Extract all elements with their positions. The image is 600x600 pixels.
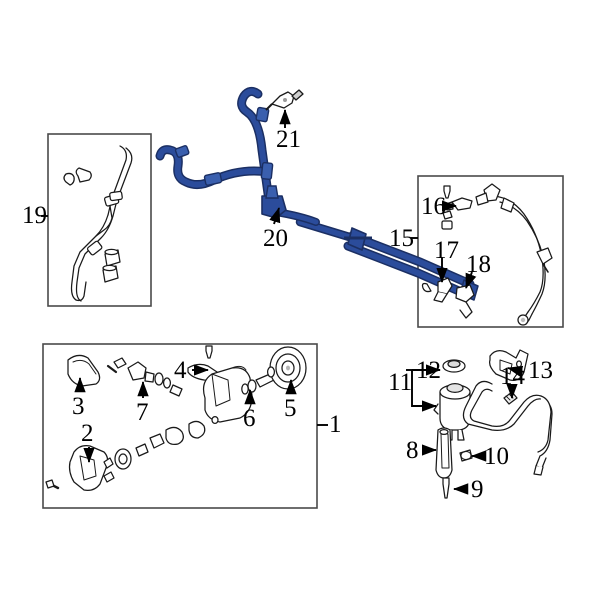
callout-8: 8 — [406, 437, 419, 464]
callout-7: 7 — [136, 399, 149, 426]
callout-4: 4 — [174, 357, 187, 384]
leader-11 — [411, 370, 437, 412]
callout-21: 21 — [276, 126, 301, 153]
callout-17: 17 — [434, 237, 459, 264]
callout-5: 5 — [284, 395, 297, 422]
inset-panel-15 — [417, 175, 564, 328]
reservoir-group — [433, 349, 553, 499]
callout-18: 18 — [466, 251, 491, 278]
callout-14: 14 — [500, 363, 525, 390]
callout-10: 10 — [484, 443, 509, 470]
callout-9: 9 — [471, 476, 484, 503]
inset-panels — [42, 133, 564, 509]
callout-11: 11 — [388, 369, 413, 396]
callout-leaders — [41, 109, 525, 495]
callout-19: 19 — [22, 202, 47, 229]
inset-panel-19 — [47, 133, 152, 307]
callout-12: 12 — [416, 357, 441, 384]
callout-13: 13 — [528, 357, 553, 384]
callout-16: 16 — [421, 193, 446, 220]
pressure-switch — [265, 89, 304, 111]
oil-cooler-tube-inset — [63, 145, 133, 302]
callout-15: 15 — [389, 225, 414, 252]
pressure-hose-assembly — [421, 183, 553, 326]
callout-3: 3 — [72, 393, 85, 420]
leader-20 — [269, 207, 281, 225]
callout-20: 20 — [263, 225, 288, 252]
pump-assembly-panel — [42, 343, 318, 509]
callout-2: 2 — [81, 420, 94, 447]
leader-18 — [465, 271, 477, 289]
leader-13 — [507, 365, 525, 377]
callout-6: 6 — [243, 405, 256, 432]
callout-1: 1 — [329, 411, 342, 438]
